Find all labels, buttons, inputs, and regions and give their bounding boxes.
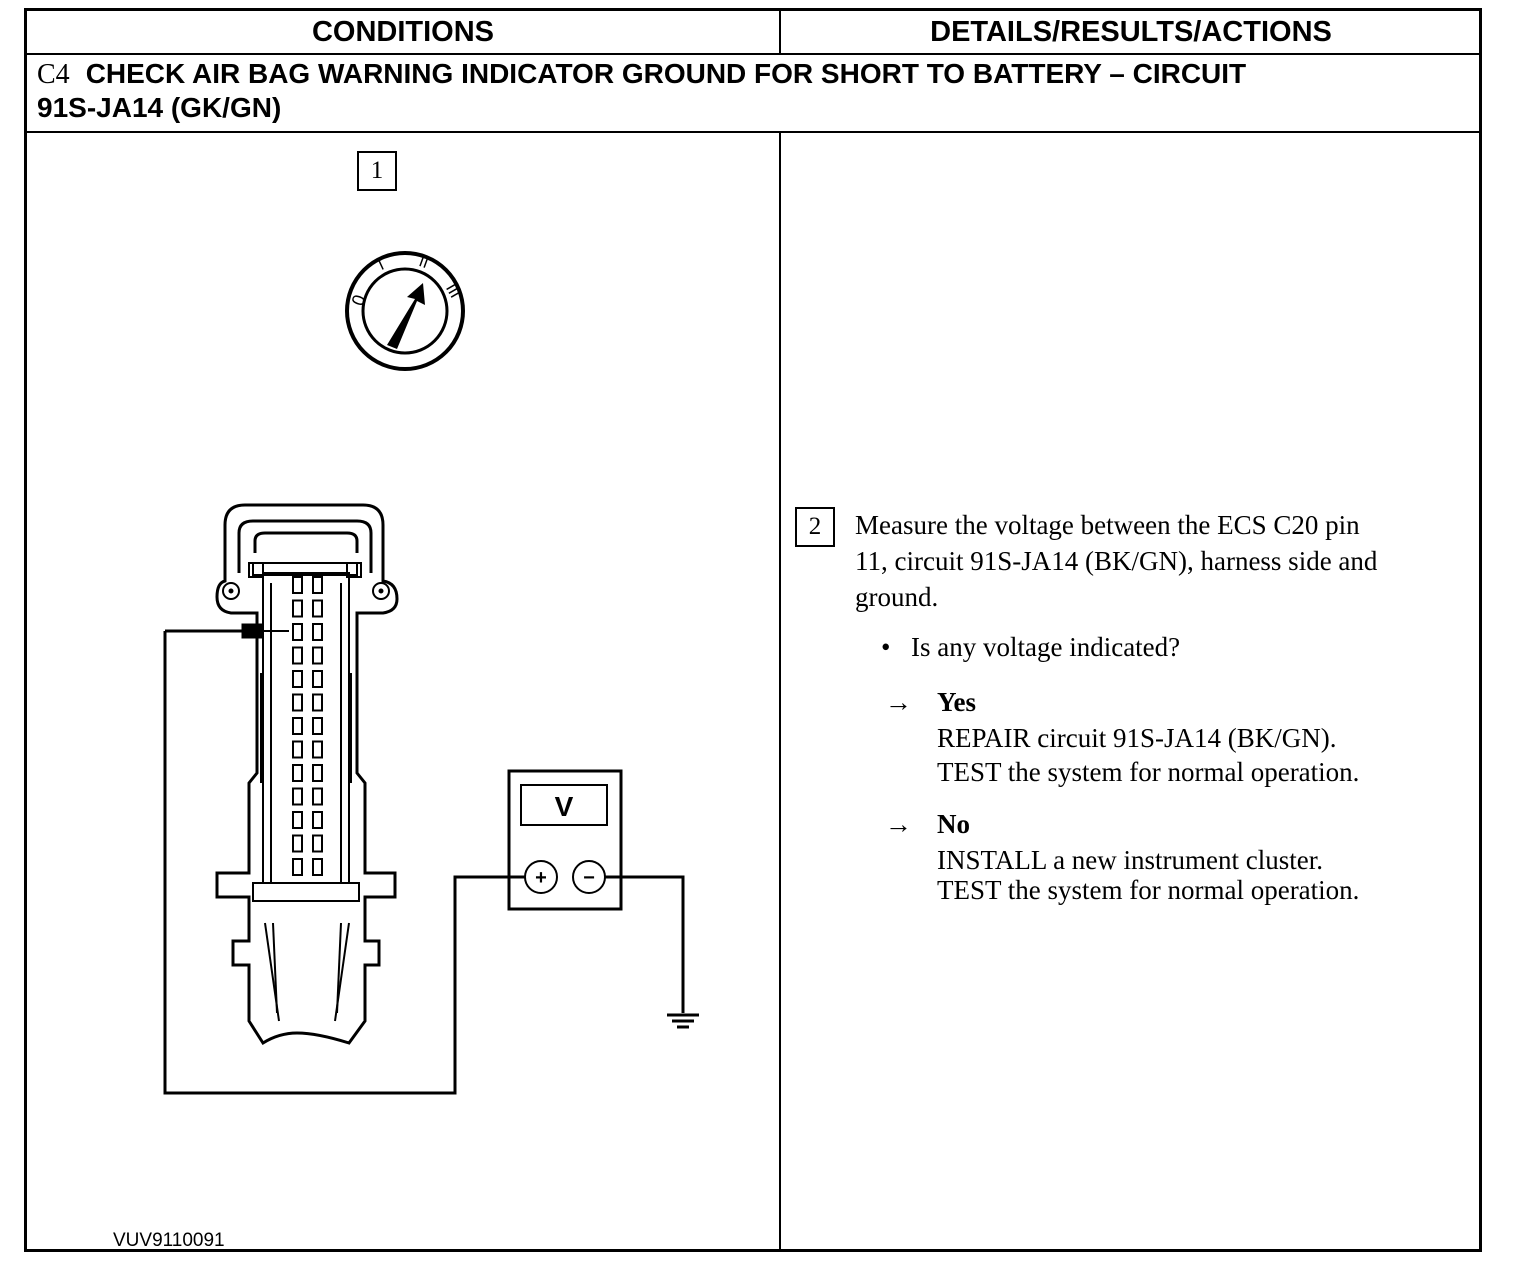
connector-pin: [292, 858, 303, 876]
connector-pin: [312, 787, 323, 806]
connector-pin: [292, 670, 303, 688]
ignition-switch-icon: [345, 251, 465, 371]
question-text: Is any voltage indicated?: [911, 632, 1181, 662]
test-leads: [163, 623, 685, 1095]
connector-pin: [292, 764, 303, 782]
connector-pin: [292, 717, 303, 735]
details-header: DETAILS/RESULTS/ACTIONS: [930, 16, 1332, 48]
connector-pin: [312, 646, 323, 665]
connector-pin: [312, 693, 323, 712]
answer-yes-label: Yes: [937, 687, 976, 717]
conditions-column: 1 0 I II III: [27, 133, 781, 1251]
wiring-diagram: 0 I II III: [163, 251, 699, 1095]
connector-pin: [312, 740, 323, 759]
step-code: C4: [37, 59, 70, 90]
instruction-line: 11, circuit 91S-JA14 (BK/GN), harness si…: [855, 546, 1378, 576]
step-title-line-2: 91S-JA14 (GK/GN): [37, 92, 282, 123]
table-header: CONDITIONS DETAILS/RESULTS/ACTIONS: [27, 11, 1479, 55]
arrow-right-icon: →: [885, 687, 912, 717]
connector-pin: [292, 623, 303, 641]
instruction-line: ground.: [855, 582, 939, 612]
voltmeter-display-label: V: [555, 791, 574, 822]
connector-pin: [312, 670, 323, 688]
arrow-right-icon: →: [885, 809, 912, 839]
conditions-header: CONDITIONS: [27, 11, 781, 53]
figure-id: VUV9110091: [113, 1230, 225, 1251]
connector-pin: [312, 623, 323, 641]
connector-pin: [312, 599, 323, 618]
connector-pin: [312, 576, 323, 594]
connector-pin: [292, 811, 303, 829]
connector-pin: [292, 787, 303, 806]
step-body: 1 0 I II III: [27, 133, 1479, 1251]
connector-pin: [312, 834, 323, 853]
details-column: 2 Measure the voltage between the ECS C2…: [781, 133, 1479, 1249]
instruction-line: Measure the voltage between the ECS C20 …: [855, 510, 1360, 540]
step-title-line-1: C4 CHECK AIR BAG WARNING INDICATOR GROUND…: [37, 57, 1479, 91]
step-number-box-2: 2: [795, 507, 835, 547]
ignition-position-1: I: [376, 257, 387, 274]
answer-yes-action: TEST the system for normal operation.: [937, 757, 1360, 787]
connector-pin: [292, 834, 303, 853]
diagnostic-table: CONDITIONS DETAILS/RESULTS/ACTIONS C4 CHE…: [24, 8, 1482, 1252]
voltmeter-negative-terminal: −: [583, 867, 595, 889]
answer-no-label: No: [937, 809, 970, 839]
connector-pin: [292, 576, 303, 594]
connector-pin-grid: [292, 576, 323, 876]
connector-pin: [312, 764, 323, 782]
connector-pin: [292, 740, 303, 759]
answer-yes-action: REPAIR circuit 91S-JA14 (BK/GN).: [937, 723, 1337, 753]
ground-icon: [667, 1013, 699, 1029]
measurement-instruction: Measure the voltage between the ECS C20 …: [855, 507, 1465, 615]
connector-pin: [292, 646, 303, 665]
connector-pin: [312, 811, 323, 829]
connector-pin: [292, 599, 303, 618]
bullet-icon: •: [881, 632, 891, 662]
connector-pin: [312, 858, 323, 876]
connector-c20-icon: [215, 503, 399, 1046]
connector-pin: [292, 693, 303, 712]
question: • Is any voltage indicated?: [881, 629, 1441, 665]
answer-no-action: TEST the system for normal operation.: [937, 875, 1360, 905]
voltmeter-positive-terminal: +: [535, 867, 547, 889]
connector-pin: [312, 717, 323, 735]
step-title: C4 CHECK AIR BAG WARNING INDICATOR GROUND…: [27, 53, 1479, 133]
step-number-box-1: 1: [357, 151, 397, 191]
step-title-text: CHECK AIR BAG WARNING INDICATOR GROUND F…: [85, 58, 1247, 89]
answer-no-action: INSTALL a new instrument cluster.: [937, 845, 1324, 875]
